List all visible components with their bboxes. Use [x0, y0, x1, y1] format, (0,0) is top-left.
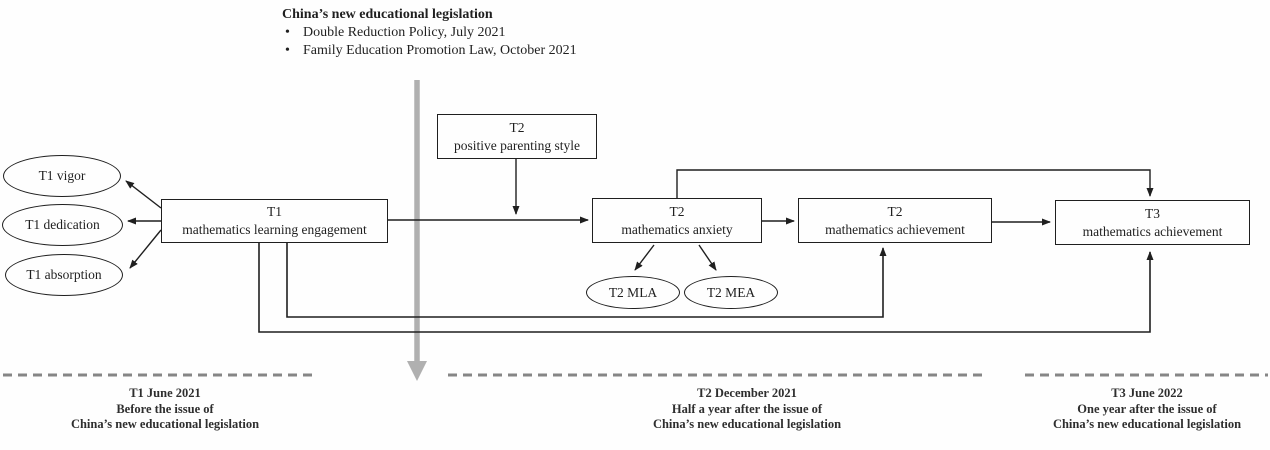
arrow-engagement-to-t3-achievement: [258, 243, 1154, 333]
timeline-label-t3: T3 June 2022 One year after the issue of…: [982, 386, 1270, 433]
arrow-anxiety-to-mea: [698, 244, 717, 271]
timeline-t2-line1: T2 December 2021: [697, 386, 797, 400]
timeline-t1-line2: Before the issue of: [116, 401, 214, 416]
timeline-t3-line3: China’s new educational legislation: [1052, 417, 1242, 431]
box-t2-math-anxiety: T2 mathematics anxiety: [592, 198, 762, 243]
timeline-t3-line2: One year after the issue of: [1077, 401, 1217, 416]
box-t2-anxiety-line2: mathematics anxiety: [621, 221, 733, 237]
legislation-title: China’s new educational legislation: [282, 7, 493, 22]
arrow-anxiety-to-mla: [634, 244, 655, 271]
box-t2-achievement-line2: mathematics achievement: [825, 221, 965, 237]
ellipse-t2-mea-label: T2 MEA: [706, 284, 756, 300]
ellipse-t1-dedication: T1 dedication: [2, 204, 123, 246]
timeline-t3-line1: T3 June 2022: [1111, 386, 1183, 400]
timeline-label-t1: T1 June 2021 Before the issue of China’s…: [0, 386, 330, 433]
ellipse-t1-absorption-label: T1 absorption: [26, 267, 102, 282]
box-t2-parenting-line1: T2: [509, 119, 525, 135]
ellipse-t2-mla: T2 MLA: [586, 276, 680, 309]
box-t3-math-achievement: T3 mathematics achievement: [1055, 200, 1250, 245]
ellipse-t2-mla-label: T2 MLA: [608, 284, 658, 300]
box-t2-math-achievement: T2 mathematics achievement: [798, 198, 992, 243]
arrow-anxiety-to-t3-achievement: [676, 169, 1154, 198]
box-t2-achievement-line1: T2: [887, 203, 903, 219]
legislation-divider-arrow-head: [407, 361, 427, 381]
ellipse-t1-absorption: T1 absorption: [5, 254, 123, 296]
bullet-icon: •: [285, 43, 290, 58]
box-t3-achievement-line2: mathematics achievement: [1082, 223, 1223, 239]
legislation-bullet-1-text: Double Reduction Policy, July 2021: [303, 25, 506, 40]
timeline-label-t2: T2 December 2021 Half a year after the i…: [582, 386, 912, 433]
arrow-engagement-to-absorption: [129, 229, 162, 269]
arrow-engagement-to-t2-achievement: [286, 243, 887, 318]
box-t1-math-learning-engagement: T1 mathematics learning engagement: [161, 199, 388, 243]
timeline-t2-line2: Half a year after the issue of: [671, 401, 823, 416]
ellipse-t1-dedication-label: T1 dedication: [25, 217, 100, 232]
box-t1-engagement-line2: mathematics learning engagement: [182, 222, 367, 237]
legislation-bullet-2-text: Family Education Promotion Law, October …: [303, 43, 577, 58]
box-t3-achievement-line1: T3: [1145, 205, 1160, 221]
timeline-t1-line3: China’s new educational legislation: [70, 417, 260, 431]
legislation-bullet-2: • Family Education Promotion Law, Octobe…: [282, 42, 577, 60]
timeline-t1-line1: T1 June 2021: [129, 386, 201, 400]
ellipse-t2-mea: T2 MEA: [684, 276, 778, 309]
legislation-bullet-1: • Double Reduction Policy, July 2021: [282, 24, 577, 42]
legislation-header: China’s new educational legislation • Do…: [282, 6, 577, 60]
box-t2-parenting-line2: positive parenting style: [454, 137, 580, 153]
ellipse-t1-vigor-label: T1 vigor: [38, 168, 86, 183]
box-t2-anxiety-line1: T2: [669, 203, 685, 219]
timeline-t2-line3: China’s new educational legislation: [652, 417, 842, 431]
bullet-icon: •: [285, 25, 290, 40]
box-t1-engagement-line1: T1: [267, 204, 282, 220]
ellipse-t1-vigor: T1 vigor: [3, 155, 121, 197]
arrow-engagement-to-vigor: [125, 180, 162, 209]
box-t2-positive-parenting-style: T2 positive parenting style: [437, 114, 597, 159]
